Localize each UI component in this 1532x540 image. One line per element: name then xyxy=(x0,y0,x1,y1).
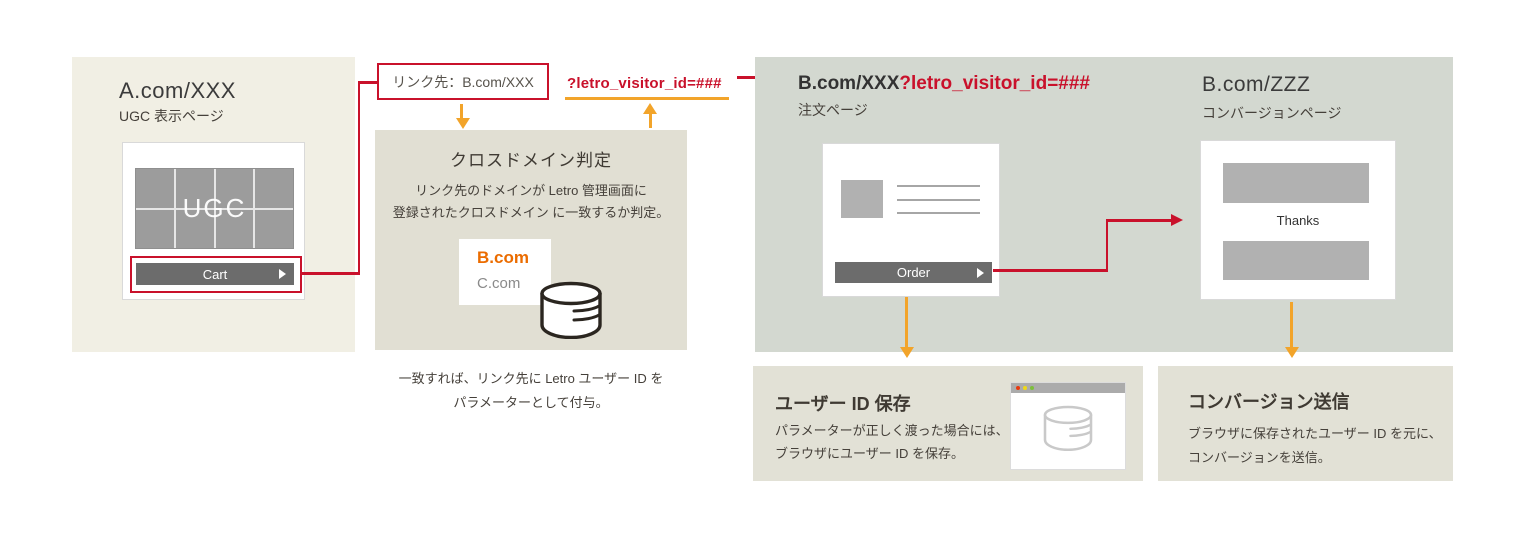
ugc-grid xyxy=(135,168,294,249)
cart-button-label: Cart xyxy=(202,266,228,282)
ugc-tile xyxy=(175,169,214,208)
text-line-placeholder xyxy=(897,185,980,187)
query-param-label: ?letro_visitor_id=### xyxy=(567,75,722,92)
ugc-tile xyxy=(136,209,174,248)
order-page-title: B.com/XXX?letro_visitor_id=### xyxy=(798,73,1090,95)
connector-line xyxy=(993,269,1108,272)
conversion-page-title: B.com/ZZZ xyxy=(1202,73,1311,96)
ugc-tile xyxy=(255,169,293,208)
image-placeholder xyxy=(841,180,883,218)
ugc-page-panel: A.com/XXX UGC 表示ページ UGC Cart xyxy=(72,57,355,352)
cart-button: Cart xyxy=(136,263,294,285)
arrow-up-icon xyxy=(643,103,657,114)
window-close-dot-icon xyxy=(1016,386,1020,390)
connector-line xyxy=(357,81,378,84)
cart-highlight-outline xyxy=(130,256,302,293)
order-page-title-query: ?letro_visitor_id=### xyxy=(899,73,1090,94)
text-line-placeholder xyxy=(897,199,980,201)
match-result-line1: 一致すれば、リンク先に Letro ユーザー ID を xyxy=(398,371,664,386)
browser-titlebar xyxy=(1011,383,1125,393)
connector-line xyxy=(1105,219,1108,271)
arrow-up-stem xyxy=(648,113,652,128)
order-button: Order xyxy=(835,262,992,283)
registered-domain-primary: B.com xyxy=(477,248,529,267)
cross-domain-body-line2: 登録されたクロスドメイン に一致するか判定。 xyxy=(392,205,670,220)
database-icon xyxy=(540,281,602,339)
ugc-tile xyxy=(136,169,174,208)
connector-line xyxy=(1105,219,1173,222)
thanks-label: Thanks xyxy=(1276,213,1320,228)
conversion-send-body-line2: コンバージョンを送信。 xyxy=(1188,450,1331,465)
registered-domains-card: B.com C.com xyxy=(459,239,551,305)
play-triangle-icon xyxy=(279,269,286,279)
window-minimize-dot-icon xyxy=(1023,386,1027,390)
conversion-send-body-line1: ブラウザに保存されたユーザー ID を元に、 xyxy=(1188,426,1442,441)
arrow-down-stem xyxy=(460,104,463,119)
ugc-overlay-label: UGC xyxy=(182,193,247,223)
order-button-label: Order xyxy=(896,265,931,280)
conversion-send-title: コンバージョン送信 xyxy=(1188,392,1350,412)
order-page-title-domain: B.com/XXX xyxy=(798,73,900,94)
match-result-line2: パラメーターとして付与。 xyxy=(453,395,609,410)
connector-line xyxy=(301,272,360,275)
database-icon xyxy=(1043,405,1093,451)
ugc-tile xyxy=(255,209,293,248)
ugc-page-title: A.com/XXX xyxy=(119,78,236,103)
text-line-placeholder xyxy=(897,212,980,214)
arrow-down-icon xyxy=(1284,347,1299,358)
window-maximize-dot-icon xyxy=(1030,386,1034,390)
browser-window-mock xyxy=(1010,382,1126,470)
order-page-mock: Order xyxy=(822,143,1000,297)
query-param-underline xyxy=(565,97,729,100)
ugc-page-subtitle: UGC 表示ページ xyxy=(119,108,224,124)
link-destination-label: リンク先：B.com/XXX xyxy=(392,73,534,90)
ugc-tile xyxy=(215,169,254,208)
ugc-page-mock: UGC Cart xyxy=(122,142,305,300)
user-id-store-title: ユーザー ID 保存 xyxy=(775,394,911,414)
user-id-store-body-line1: パラメーターが正しく渡った場合には、 xyxy=(775,423,1009,438)
link-destination-callout: リンク先：B.com/XXX xyxy=(377,63,549,100)
order-page-subtitle: 注文ページ xyxy=(798,102,868,118)
ugc-tile xyxy=(215,209,254,248)
play-triangle-icon xyxy=(977,267,984,278)
arrow-right-icon xyxy=(1171,214,1183,226)
connector-line xyxy=(357,81,360,274)
conversion-send-panel: コンバージョン送信 ブラウザに保存されたユーザー ID を元に、 コンバージョン… xyxy=(1158,366,1453,481)
arrow-down-icon xyxy=(456,118,470,129)
cross-domain-title: クロスドメイン判定 xyxy=(450,151,612,170)
conversion-page-mock: Thanks xyxy=(1200,140,1396,300)
conversion-page-subtitle: コンバージョンページ xyxy=(1202,105,1342,121)
arrow-down-stem xyxy=(905,297,908,348)
ugc-tile xyxy=(175,209,214,248)
arrow-down-icon xyxy=(899,347,914,358)
cross-domain-body-line1: リンク先のドメインが Letro 管理画面に xyxy=(415,183,647,198)
user-id-store-body-line2: ブラウザにユーザー ID を保存。 xyxy=(775,446,964,461)
content-placeholder xyxy=(1223,241,1369,280)
content-placeholder xyxy=(1223,163,1369,203)
registered-domain-secondary: C.com xyxy=(477,275,521,292)
arrow-down-stem xyxy=(1290,302,1293,348)
